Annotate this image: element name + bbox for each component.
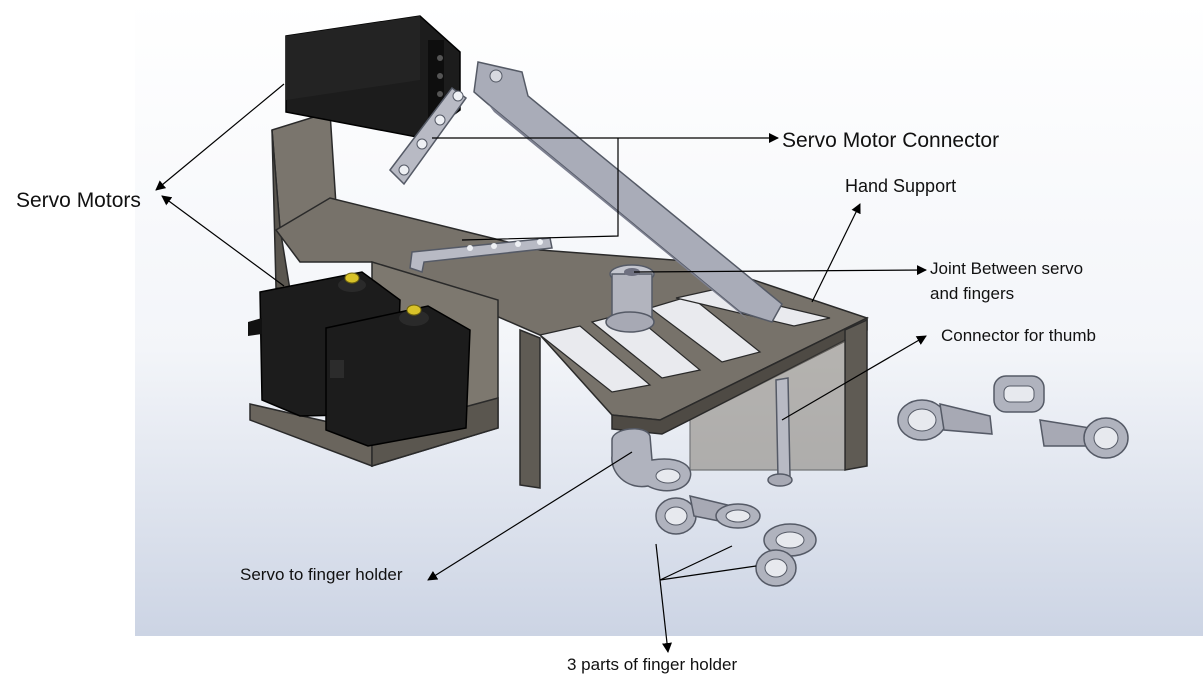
- label-hand-support: Hand Support: [845, 176, 957, 196]
- annotation-arrows: [155, 83, 927, 653]
- label-three-parts-of-finger-holder: 3 parts of finger holder: [567, 655, 738, 674]
- label-joint-line-2: and fingers: [930, 284, 1015, 303]
- label-servo-motors: Servo Motors: [16, 189, 141, 212]
- arrow-joint: [633, 265, 927, 276]
- arrow-three-parts: [659, 579, 672, 653]
- line-three-parts-c: [659, 565, 757, 581]
- arrow-hand-support: [811, 203, 861, 303]
- line-three-parts-b: [659, 545, 733, 581]
- joint-part: [605, 264, 655, 333]
- servo-motor-top: [285, 15, 461, 139]
- label-servo-motor-connector: Servo Motor Connector: [782, 129, 1000, 152]
- label-joint-line-1: Joint Between servo: [930, 259, 1084, 278]
- arrow-servo-finger-holder: [427, 451, 633, 581]
- thumb-connector-parts: [897, 375, 1129, 459]
- label-joint-between-servo-and-fingers: Joint Between servo and fingers: [930, 256, 1130, 306]
- arrow-servo-motors-top: [155, 83, 285, 191]
- arrow-servo-motors-bottom: [161, 195, 285, 287]
- finger-holder-parts: [655, 494, 817, 587]
- arrow-connector-thumb: [781, 335, 927, 421]
- line-three-parts-a: [655, 543, 661, 581]
- thumb-connector-rod: [767, 377, 793, 487]
- servo-motor-connector-parts: [389, 86, 553, 273]
- connector-bracket-line: [461, 138, 619, 241]
- label-connector-for-thumb: Connector for thumb: [941, 326, 1096, 345]
- servo-motor-bottom-right: [325, 304, 471, 447]
- label-servo-to-finger-holder: Servo to finger holder: [240, 565, 403, 584]
- servo-to-finger-holder-part: [611, 428, 692, 492]
